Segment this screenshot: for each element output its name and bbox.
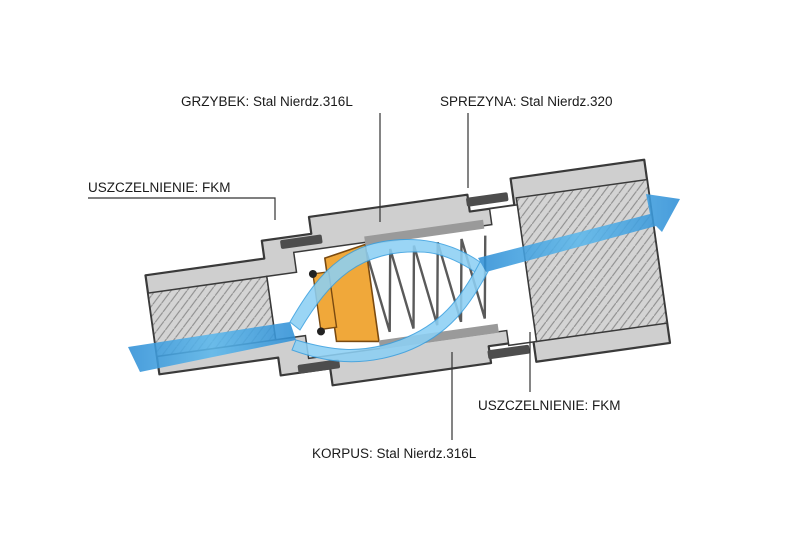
flow-arrow [128, 194, 680, 372]
guide-sleeve-top [364, 219, 485, 246]
label-body: KORPUS: Stal Nierdz.316L [312, 446, 477, 461]
seal-left-top [280, 234, 323, 249]
flow-outlet [478, 194, 680, 272]
outlet-thread [515, 178, 669, 343]
seal-right-bottom [487, 344, 530, 360]
leader-seal-left [88, 197, 276, 220]
label-spring: SPREZYNA: Stal Nierdz.320 [440, 94, 613, 109]
label-disc: GRZYBEK: Stal Nierdz.316L [181, 94, 353, 109]
poppet-seal-top [308, 269, 317, 278]
seal-right-top [466, 192, 509, 207]
seal-left-bottom [297, 359, 341, 374]
label-seal-left: USZCZELNIENIE: FKM [88, 180, 231, 195]
flow-inlet [128, 322, 296, 372]
leader-lines [88, 113, 531, 440]
label-seal-right: USZCZELNIENIE: FKM [478, 398, 621, 413]
poppet-seal-bottom [316, 327, 325, 336]
